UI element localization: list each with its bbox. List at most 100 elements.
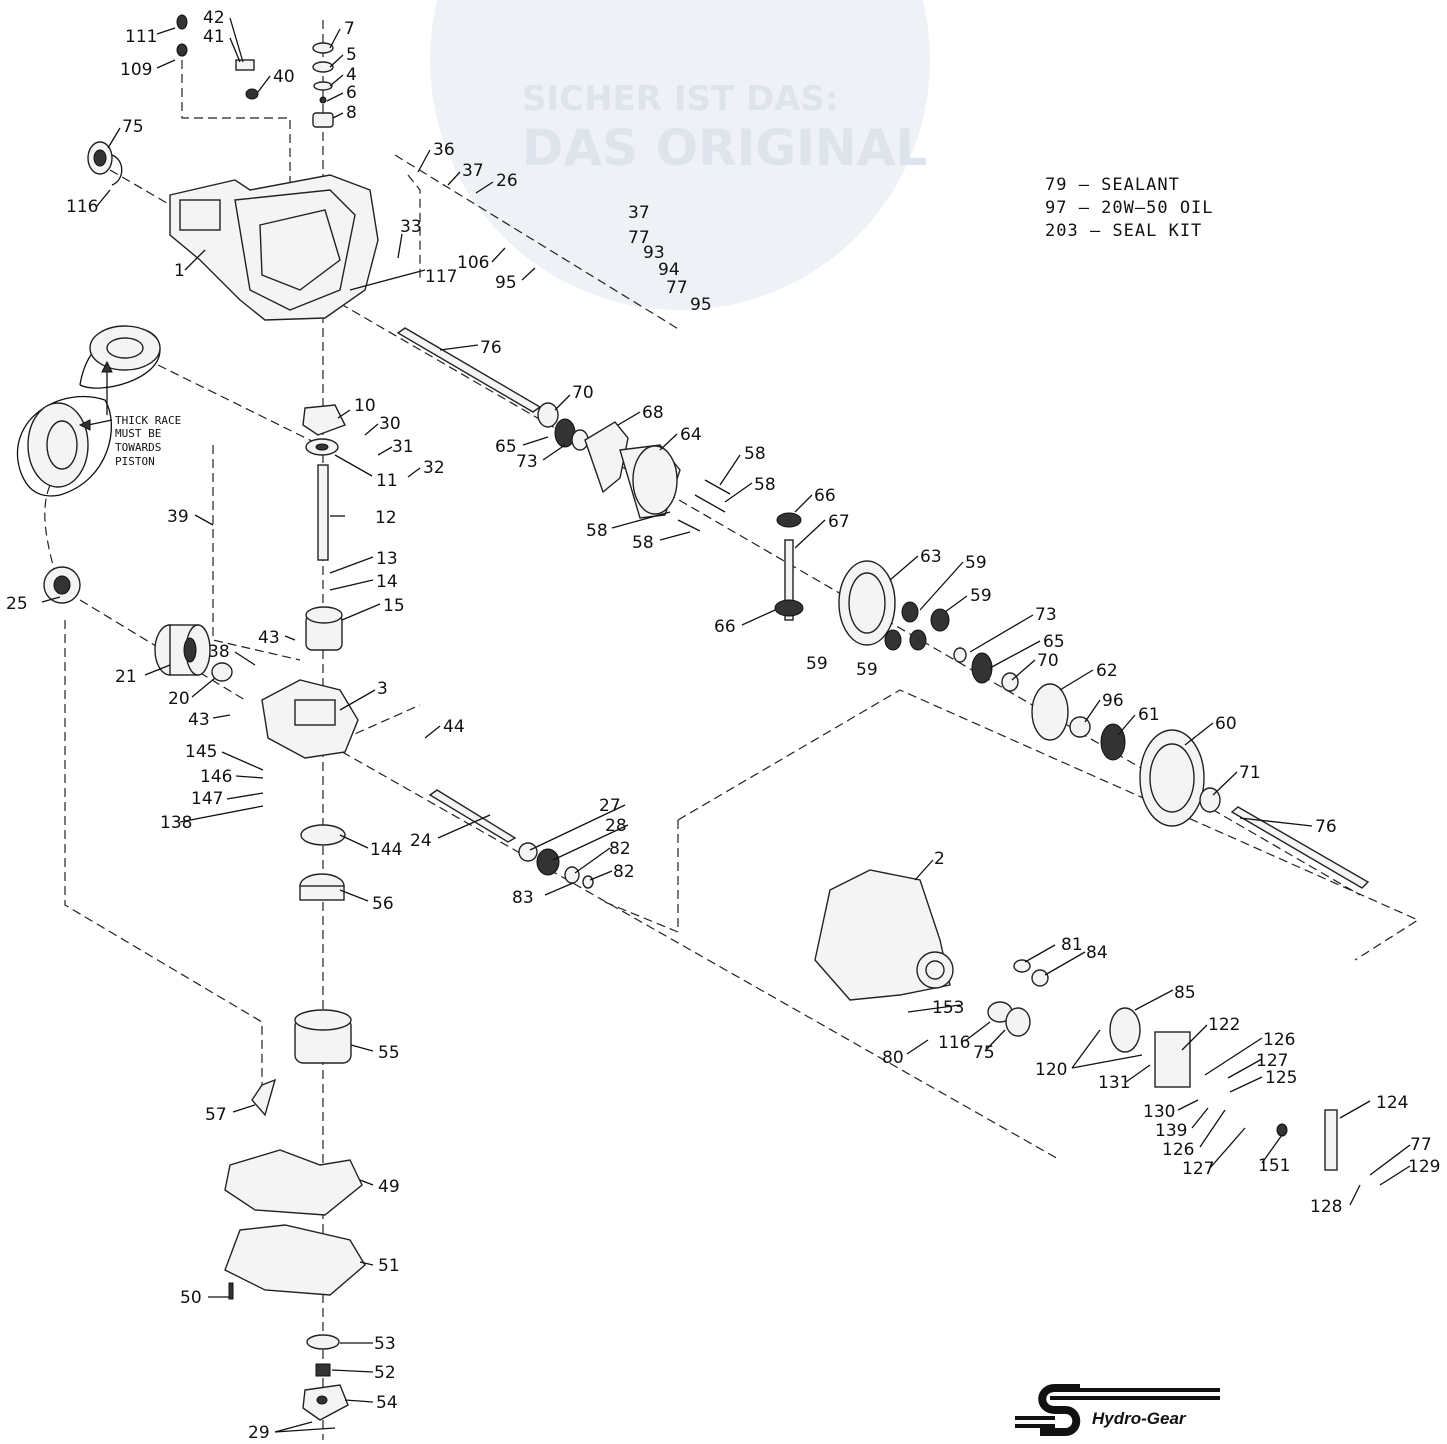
callout-label: 49 [378,1177,400,1197]
callout-label: 59 [856,660,878,680]
logo-s-mark [1038,1384,1081,1436]
callout-label: 5 [346,45,357,65]
callout-label: 10 [354,396,376,416]
callout-label: 76 [480,338,502,358]
callout-label: 82 [609,839,631,859]
callout-label: 151 [1258,1156,1290,1176]
callout-label: 95 [690,295,712,315]
callout-label: 80 [882,1048,904,1068]
callout-label: 109 [120,60,152,80]
gears-lower [953,647,1221,827]
callout-label: 146 [200,767,232,787]
callout-label: 77 [628,228,650,248]
callout-label: 31 [392,437,414,457]
callout-label: 138 [160,813,192,833]
callout-label: 42 [203,8,225,28]
callout-label: 12 [375,508,397,528]
bottom-parts [302,1334,349,1421]
note-sealant: 79 — SEALANT [1045,175,1180,195]
callout-label: 81 [1061,935,1083,955]
callout-label: 127 [1256,1051,1288,1071]
callout-label: 139 [1155,1121,1187,1141]
callout-label: 8 [346,103,357,123]
callout-label: 62 [1096,661,1118,681]
callout-label: 70 [1037,651,1059,671]
callout-label: 51 [378,1256,400,1276]
callout-label: 130 [1143,1102,1175,1122]
callout-label: 4 [346,65,357,85]
callout-label: 37 [628,203,650,223]
callout-label: 84 [1086,943,1108,963]
callout-label: 26 [496,171,518,191]
callout-label: 95 [495,273,517,293]
callout-label: 50 [180,1288,202,1308]
callout-label: 83 [512,888,534,908]
callout-label: 53 [374,1334,396,1354]
race-note: THICK RACE MUST BE TOWARDS PISTON [115,414,181,468]
callout-label: 129 [1408,1157,1440,1177]
callout-label: 94 [658,260,680,280]
race-note-line-3: TOWARDS [115,441,161,454]
callout-label: 32 [423,458,445,478]
callout-label: 111 [125,27,157,47]
callout-label: 24 [410,831,432,851]
logo-stripe [1050,1388,1220,1392]
callout-label: 13 [376,549,398,569]
differential-63 [774,512,950,651]
brand-name: Hydro-Gear [1092,1409,1187,1428]
callout-label: 96 [1102,691,1124,711]
watermark-line2: DAS ORIGINAL [522,119,927,177]
callout-label: 44 [443,717,465,737]
watermark-circle [430,0,930,310]
callout-label: 153 [932,998,964,1018]
callout-label: 73 [1035,605,1057,625]
callout-label: 82 [613,862,635,882]
leader-lines [41,17,1411,1433]
callout-label: 77 [1410,1135,1432,1155]
bearing-part-20 [211,662,233,682]
callout-label: 64 [680,425,702,445]
callout-label: 126 [1162,1140,1194,1160]
input-shaft-24 [428,789,517,843]
callout-label: 117 [425,267,457,287]
note-seal-kit: 203 — SEAL KIT [1045,221,1202,241]
callout-label: 122 [1208,1015,1240,1035]
callout-label: 65 [495,437,517,457]
motor-block-21 [154,624,211,676]
pump-shaft-12 [317,464,329,561]
callout-label: 36 [433,140,455,160]
callout-label: 68 [642,403,664,423]
callout-label: 116 [66,197,98,217]
race-note-line-1: THICK RACE [115,414,181,427]
callout-label: 58 [754,475,776,495]
brake-assembly [987,959,1338,1171]
callout-label: 6 [346,83,357,103]
callout-label: 70 [572,383,594,403]
lower-stack [251,824,352,1117]
watermark-line1: SICHER IST DAS: [522,79,839,119]
callout-label: 131 [1098,1073,1130,1093]
callout-label: 66 [714,617,736,637]
logo-stripe [1015,1416,1055,1420]
callout-label: 56 [372,894,394,914]
race-note-line-4: PISTON [115,455,155,468]
callout-label: 75 [122,117,144,137]
cover-plate-51 [224,1224,366,1300]
callout-label: 126 [1263,1030,1295,1050]
callout-label: 30 [379,414,401,434]
callout-label: 54 [376,1393,398,1413]
callout-label: 61 [1138,705,1160,725]
gasket-49 [224,1149,363,1216]
callout-label: 66 [814,486,836,506]
logo-stripe [1015,1424,1055,1428]
callout-label: 125 [1265,1068,1297,1088]
cylinder-block-15 [305,606,343,651]
callout-label: 59 [965,553,987,573]
center-section-part-3 [261,679,359,759]
pins-58 [677,479,731,532]
callout-label: 33 [400,217,422,237]
callout-label: 60 [1215,714,1237,734]
callout-label: 57 [205,1105,227,1125]
callout-label: 25 [6,594,28,614]
callout-label: 93 [643,243,665,263]
